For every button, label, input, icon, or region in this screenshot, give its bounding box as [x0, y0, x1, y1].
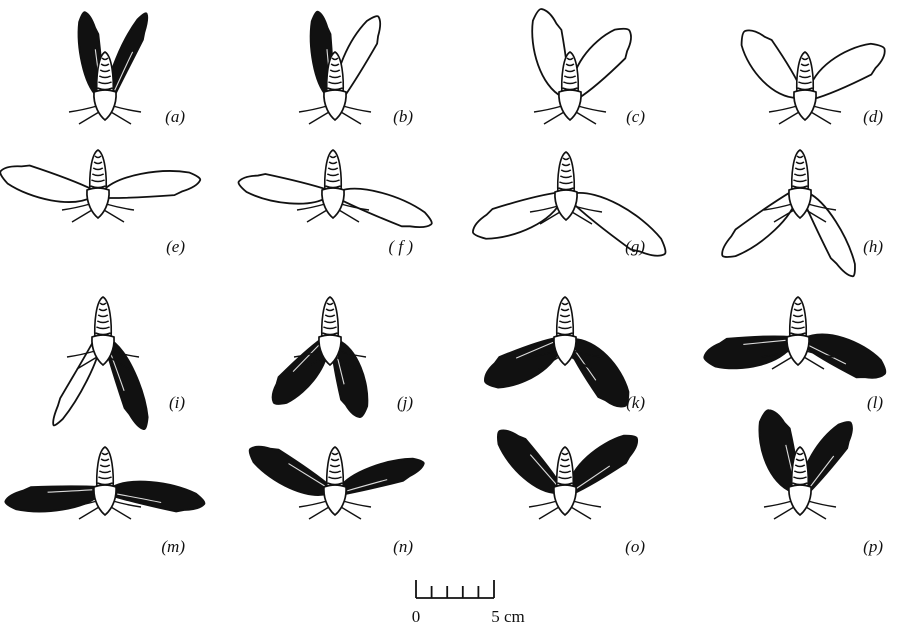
- thorax: [794, 90, 816, 120]
- moth-body: [794, 52, 816, 120]
- panel-label: (c): [626, 107, 645, 126]
- abdomen: [557, 297, 573, 339]
- panel-label: (m): [161, 537, 185, 556]
- panel-l: (l): [702, 297, 892, 412]
- thorax: [324, 90, 346, 120]
- thorax: [554, 335, 576, 365]
- right-wing: [101, 166, 202, 205]
- thorax: [554, 485, 576, 515]
- thorax: [789, 188, 811, 218]
- abdomen: [322, 297, 338, 339]
- panel-label: (k): [626, 393, 645, 412]
- panel-a: (a): [69, 10, 185, 126]
- moth-body: [554, 447, 576, 515]
- panel-label: (d): [863, 107, 883, 126]
- panel-p: (p): [750, 406, 883, 556]
- abdomen: [90, 150, 106, 192]
- panel-label: (e): [166, 237, 185, 256]
- scale-start-label: 0: [412, 607, 421, 626]
- moth-body: [324, 447, 346, 515]
- thorax: [324, 485, 346, 515]
- left-wing: [237, 170, 330, 208]
- abdomen: [325, 150, 341, 192]
- panel-label: (i): [169, 393, 185, 412]
- abdomen: [97, 447, 113, 489]
- left-wing: [243, 438, 336, 506]
- thorax: [94, 90, 116, 120]
- panel-label: ( f ): [388, 237, 413, 256]
- panel-label: (a): [165, 107, 185, 126]
- abdomen: [792, 150, 808, 192]
- thorax: [555, 190, 577, 220]
- thorax: [789, 485, 811, 515]
- thorax: [87, 188, 109, 218]
- thorax: [787, 335, 809, 365]
- panel-label: (j): [397, 393, 413, 412]
- panel-h: (h): [715, 150, 883, 281]
- abdomen: [557, 447, 573, 489]
- moth-body: [555, 152, 577, 220]
- panel-grid: (a) (b) (c) (d) (e) ( f ) (g) (h) (i) (j) (k) (l) (m…: [0, 5, 892, 556]
- abdomen: [327, 447, 343, 489]
- moth-body: [322, 150, 344, 218]
- panel-label: (h): [863, 237, 883, 256]
- abdomen: [797, 52, 813, 94]
- abdomen: [558, 152, 574, 194]
- panel-j: (j): [264, 297, 413, 421]
- panel-m: (m): [4, 447, 206, 556]
- panel-i: (i): [48, 297, 186, 433]
- panel-label: (n): [393, 537, 413, 556]
- moth-body: [94, 447, 116, 515]
- right-wing: [336, 451, 427, 500]
- panel-k: (k): [478, 297, 645, 415]
- right-wing: [564, 181, 674, 267]
- thorax: [559, 90, 581, 120]
- abdomen: [790, 297, 806, 339]
- left-wing: [4, 480, 101, 516]
- scale-bar: 0 5 cm: [412, 580, 525, 626]
- panel-label: (p): [863, 537, 883, 556]
- panel-label: (l): [867, 393, 883, 412]
- scale-end-label: 5 cm: [491, 607, 525, 626]
- moth-body: [319, 297, 341, 365]
- left-wing: [0, 159, 96, 210]
- panel-b: (b): [299, 10, 413, 126]
- moth-body: [787, 297, 809, 365]
- panel-g: (g): [468, 152, 675, 266]
- thorax: [94, 485, 116, 515]
- moth-body: [92, 297, 114, 365]
- panel-n: (n): [243, 438, 427, 556]
- panel-label: (o): [625, 537, 645, 556]
- right-wing: [108, 476, 206, 515]
- panel-label: (b): [393, 107, 413, 126]
- panel-f: ( f ): [237, 150, 436, 256]
- moth-body: [554, 297, 576, 365]
- left-wing: [702, 328, 796, 375]
- panel-o: (o): [488, 422, 645, 556]
- abdomen: [95, 297, 111, 339]
- moth-body: [87, 150, 109, 218]
- right-wing: [798, 324, 892, 387]
- panel-c: (c): [524, 5, 645, 126]
- panel-d: (d): [731, 22, 893, 126]
- right-wing: [335, 180, 436, 235]
- moth-body: [789, 150, 811, 218]
- panel-label: (g): [625, 237, 645, 256]
- panel-e: (e): [0, 150, 202, 256]
- thorax: [322, 188, 344, 218]
